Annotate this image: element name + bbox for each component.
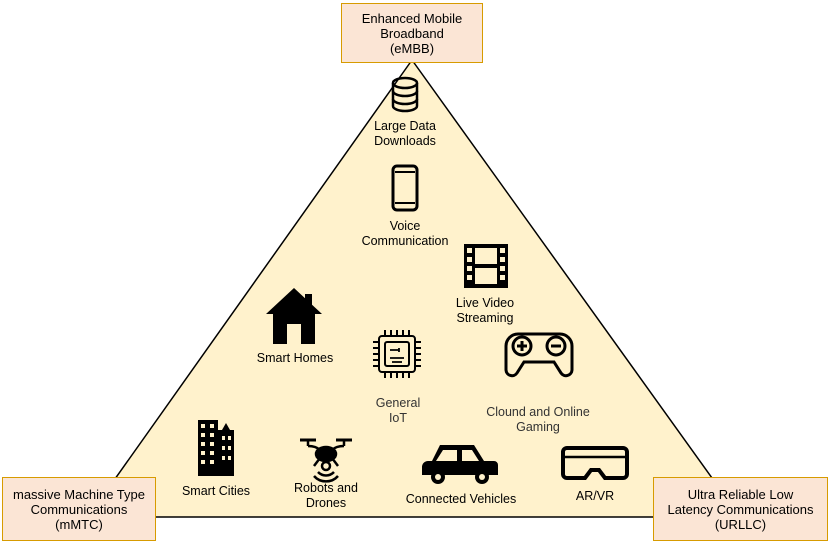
urllc-box: Ultra Reliable Low Latency Communication…	[653, 477, 828, 541]
label-general-iot: General IoT	[375, 396, 421, 425]
triangle	[86, 58, 742, 518]
label-smart-homes: Smart Homes	[256, 351, 334, 365]
film-icon	[464, 244, 508, 288]
label-large-data: Large Data Downloads	[374, 119, 436, 148]
embb-box: Enhanced Mobile Broadband (eMBB)	[341, 3, 483, 63]
label-robots: Robots and Drones	[294, 481, 358, 510]
chip-icon	[373, 330, 421, 378]
label-voice: Voice Communication	[361, 219, 449, 248]
smartphone-icon	[391, 164, 419, 212]
label-smart-cities: Smart Cities	[181, 484, 251, 498]
label-gaming: Clound and Online Gaming	[486, 405, 590, 434]
mmtc-box: massive Machine Type Communications (mMT…	[2, 477, 156, 541]
drone-icon	[300, 438, 352, 483]
label-arvr: AR/VR	[575, 489, 615, 503]
buildings-icon	[198, 420, 234, 476]
label-live-video: Live Video Streaming	[455, 296, 515, 325]
label-vehicles: Connected Vehicles	[405, 492, 517, 506]
house-icon	[266, 288, 322, 344]
car-icon	[422, 445, 498, 484]
database-icon	[391, 76, 419, 113]
vr-headset-icon	[561, 446, 629, 480]
gamepad-icon	[504, 332, 574, 378]
